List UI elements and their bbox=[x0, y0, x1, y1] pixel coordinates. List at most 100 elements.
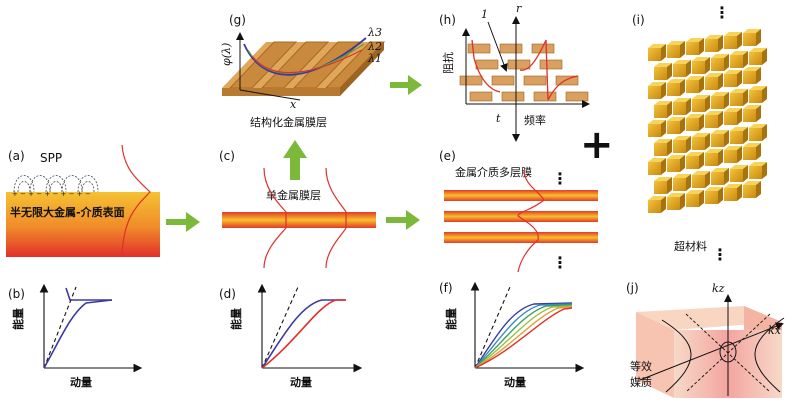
metamaterial-cube bbox=[705, 187, 723, 204]
effective-medium-block bbox=[636, 306, 782, 398]
metamaterial-cube bbox=[705, 111, 723, 128]
panel-c-field-left bbox=[263, 167, 287, 269]
metamaterial-cube bbox=[648, 158, 666, 175]
lambda-3-label: λ3 bbox=[367, 26, 382, 39]
metamaterial-cube bbox=[743, 181, 761, 198]
metamaterial-cube bbox=[749, 48, 767, 65]
panel-a-title: SPP bbox=[40, 151, 62, 165]
panel-g-tag: (g) bbox=[229, 13, 246, 27]
metal-substrate bbox=[6, 192, 160, 257]
panel-c-tag: (c) bbox=[219, 149, 235, 163]
metamaterial-cube bbox=[743, 105, 761, 122]
metamaterial-cube bbox=[705, 73, 723, 90]
metamaterial-cube bbox=[673, 60, 691, 77]
metamaterial-cube bbox=[692, 171, 710, 188]
panel-j-asymptotes bbox=[685, 313, 771, 393]
arrow-a-to-c bbox=[166, 212, 200, 232]
panel-h-ylabel: 阻抗 bbox=[441, 52, 455, 74]
metamaterial-cube bbox=[724, 108, 742, 125]
metamaterial-cube bbox=[673, 98, 691, 115]
arrow-c-to-g bbox=[283, 140, 307, 180]
structured-metal-film bbox=[222, 41, 386, 96]
panel-d-branch-red bbox=[261, 299, 346, 369]
panel-g-phase-red bbox=[251, 49, 363, 74]
metamaterial-cube bbox=[730, 89, 748, 106]
metamaterial-cube bbox=[724, 70, 742, 87]
metamaterial-cube bbox=[711, 168, 729, 185]
metamaterial-cube bbox=[648, 120, 666, 137]
panel-b-tag: (b) bbox=[8, 287, 25, 301]
panel-b-upper-branch bbox=[65, 287, 112, 301]
panel-j-kz: kz bbox=[712, 282, 725, 295]
metamaterial-cube bbox=[654, 63, 672, 80]
metamaterial-cube bbox=[692, 133, 710, 150]
panel-h-mark-1: 1 bbox=[481, 8, 488, 21]
panel-e-dots-top: ⋮ bbox=[552, 169, 568, 188]
panel-b-light-line bbox=[43, 286, 77, 369]
panel-b-dispersion bbox=[43, 299, 113, 369]
metamaterial-cube bbox=[654, 101, 672, 118]
panel-e-field-profile bbox=[517, 169, 545, 273]
metamaterial-cube bbox=[648, 82, 666, 99]
metamaterial-cube bbox=[730, 165, 748, 182]
panel-e-caption: 金属介质多层膜 bbox=[455, 165, 532, 179]
panel-j-caption-line2: 媒质 bbox=[630, 376, 652, 389]
panel-b-xlabel: 动量 bbox=[70, 375, 92, 389]
metamaterial-cube bbox=[686, 190, 704, 207]
panel-d-ylabel: 能量 bbox=[229, 308, 243, 330]
panel-g-caption: 结构化金属膜层 bbox=[250, 115, 327, 129]
metamaterial-cube bbox=[686, 114, 704, 131]
spp-charges: + − + − + − + − + − bbox=[12, 190, 91, 198]
metamaterial-cube bbox=[648, 44, 666, 61]
panel-h-axes bbox=[462, 16, 590, 112]
metamaterial-cube bbox=[667, 117, 685, 134]
metamaterial-cube bbox=[749, 162, 767, 179]
metamaterial-cube bbox=[673, 174, 691, 191]
panel-f-light-line bbox=[474, 286, 511, 369]
panel-g-xlabel: x bbox=[290, 98, 297, 111]
metamaterial-cube-array bbox=[648, 29, 767, 213]
panel-j-axes bbox=[639, 294, 785, 396]
panel-i-dots-bottom: ⋮ bbox=[712, 245, 728, 264]
metamaterial-cube bbox=[667, 79, 685, 96]
metamaterial-cube bbox=[743, 29, 761, 46]
metamaterial-cube bbox=[667, 41, 685, 58]
panel-i-caption: 超材料 bbox=[674, 239, 707, 253]
multilayer-film-1 bbox=[444, 190, 598, 201]
panel-g-axes bbox=[236, 32, 301, 101]
metamaterial-cube bbox=[749, 124, 767, 141]
metamaterial-cube bbox=[730, 51, 748, 68]
metamaterial-cube bbox=[743, 67, 761, 84]
panel-b-ylabel: 能量 bbox=[11, 308, 25, 330]
metamaterial-cube bbox=[673, 136, 691, 153]
panel-f-axes bbox=[470, 281, 585, 373]
panel-i-dots-top: ⋮ bbox=[714, 3, 730, 22]
metamaterial-cube bbox=[654, 177, 672, 194]
panel-f-bands bbox=[474, 302, 573, 369]
metamaterial-cube bbox=[648, 196, 666, 213]
panel-j-caption-line1: 等效 bbox=[630, 359, 652, 373]
svg-text:+ − + − + − + − + −: + − + − + − + − + − bbox=[12, 190, 91, 198]
panel-b-axes bbox=[39, 283, 143, 373]
metamaterial-cube bbox=[711, 54, 729, 71]
panel-g-ylabel: φ(λ) bbox=[220, 43, 233, 66]
single-metal-film bbox=[222, 212, 376, 228]
panel-e-tag: (e) bbox=[439, 149, 456, 163]
panel-d-tag: (d) bbox=[219, 287, 236, 301]
arrow-c-to-e bbox=[386, 210, 420, 230]
metamaterial-cube bbox=[749, 86, 767, 103]
multilayer-film-2 bbox=[444, 211, 598, 222]
metamaterial-cube bbox=[692, 95, 710, 112]
panel-d-branch-blue bbox=[261, 299, 346, 369]
panel-h-mark-t: t bbox=[496, 112, 501, 125]
panel-h-xlabel: 频率 bbox=[524, 113, 546, 127]
panel-c-caption: 单金属膜层 bbox=[266, 188, 321, 202]
panel-f-tag: (f) bbox=[439, 281, 453, 295]
lambda-2-label: λ2 bbox=[367, 40, 382, 53]
metamaterial-cube bbox=[654, 139, 672, 156]
metamaterial-cube bbox=[705, 35, 723, 52]
metamaterial-cube bbox=[667, 155, 685, 172]
lambda-1-label: λ1 bbox=[367, 52, 382, 65]
